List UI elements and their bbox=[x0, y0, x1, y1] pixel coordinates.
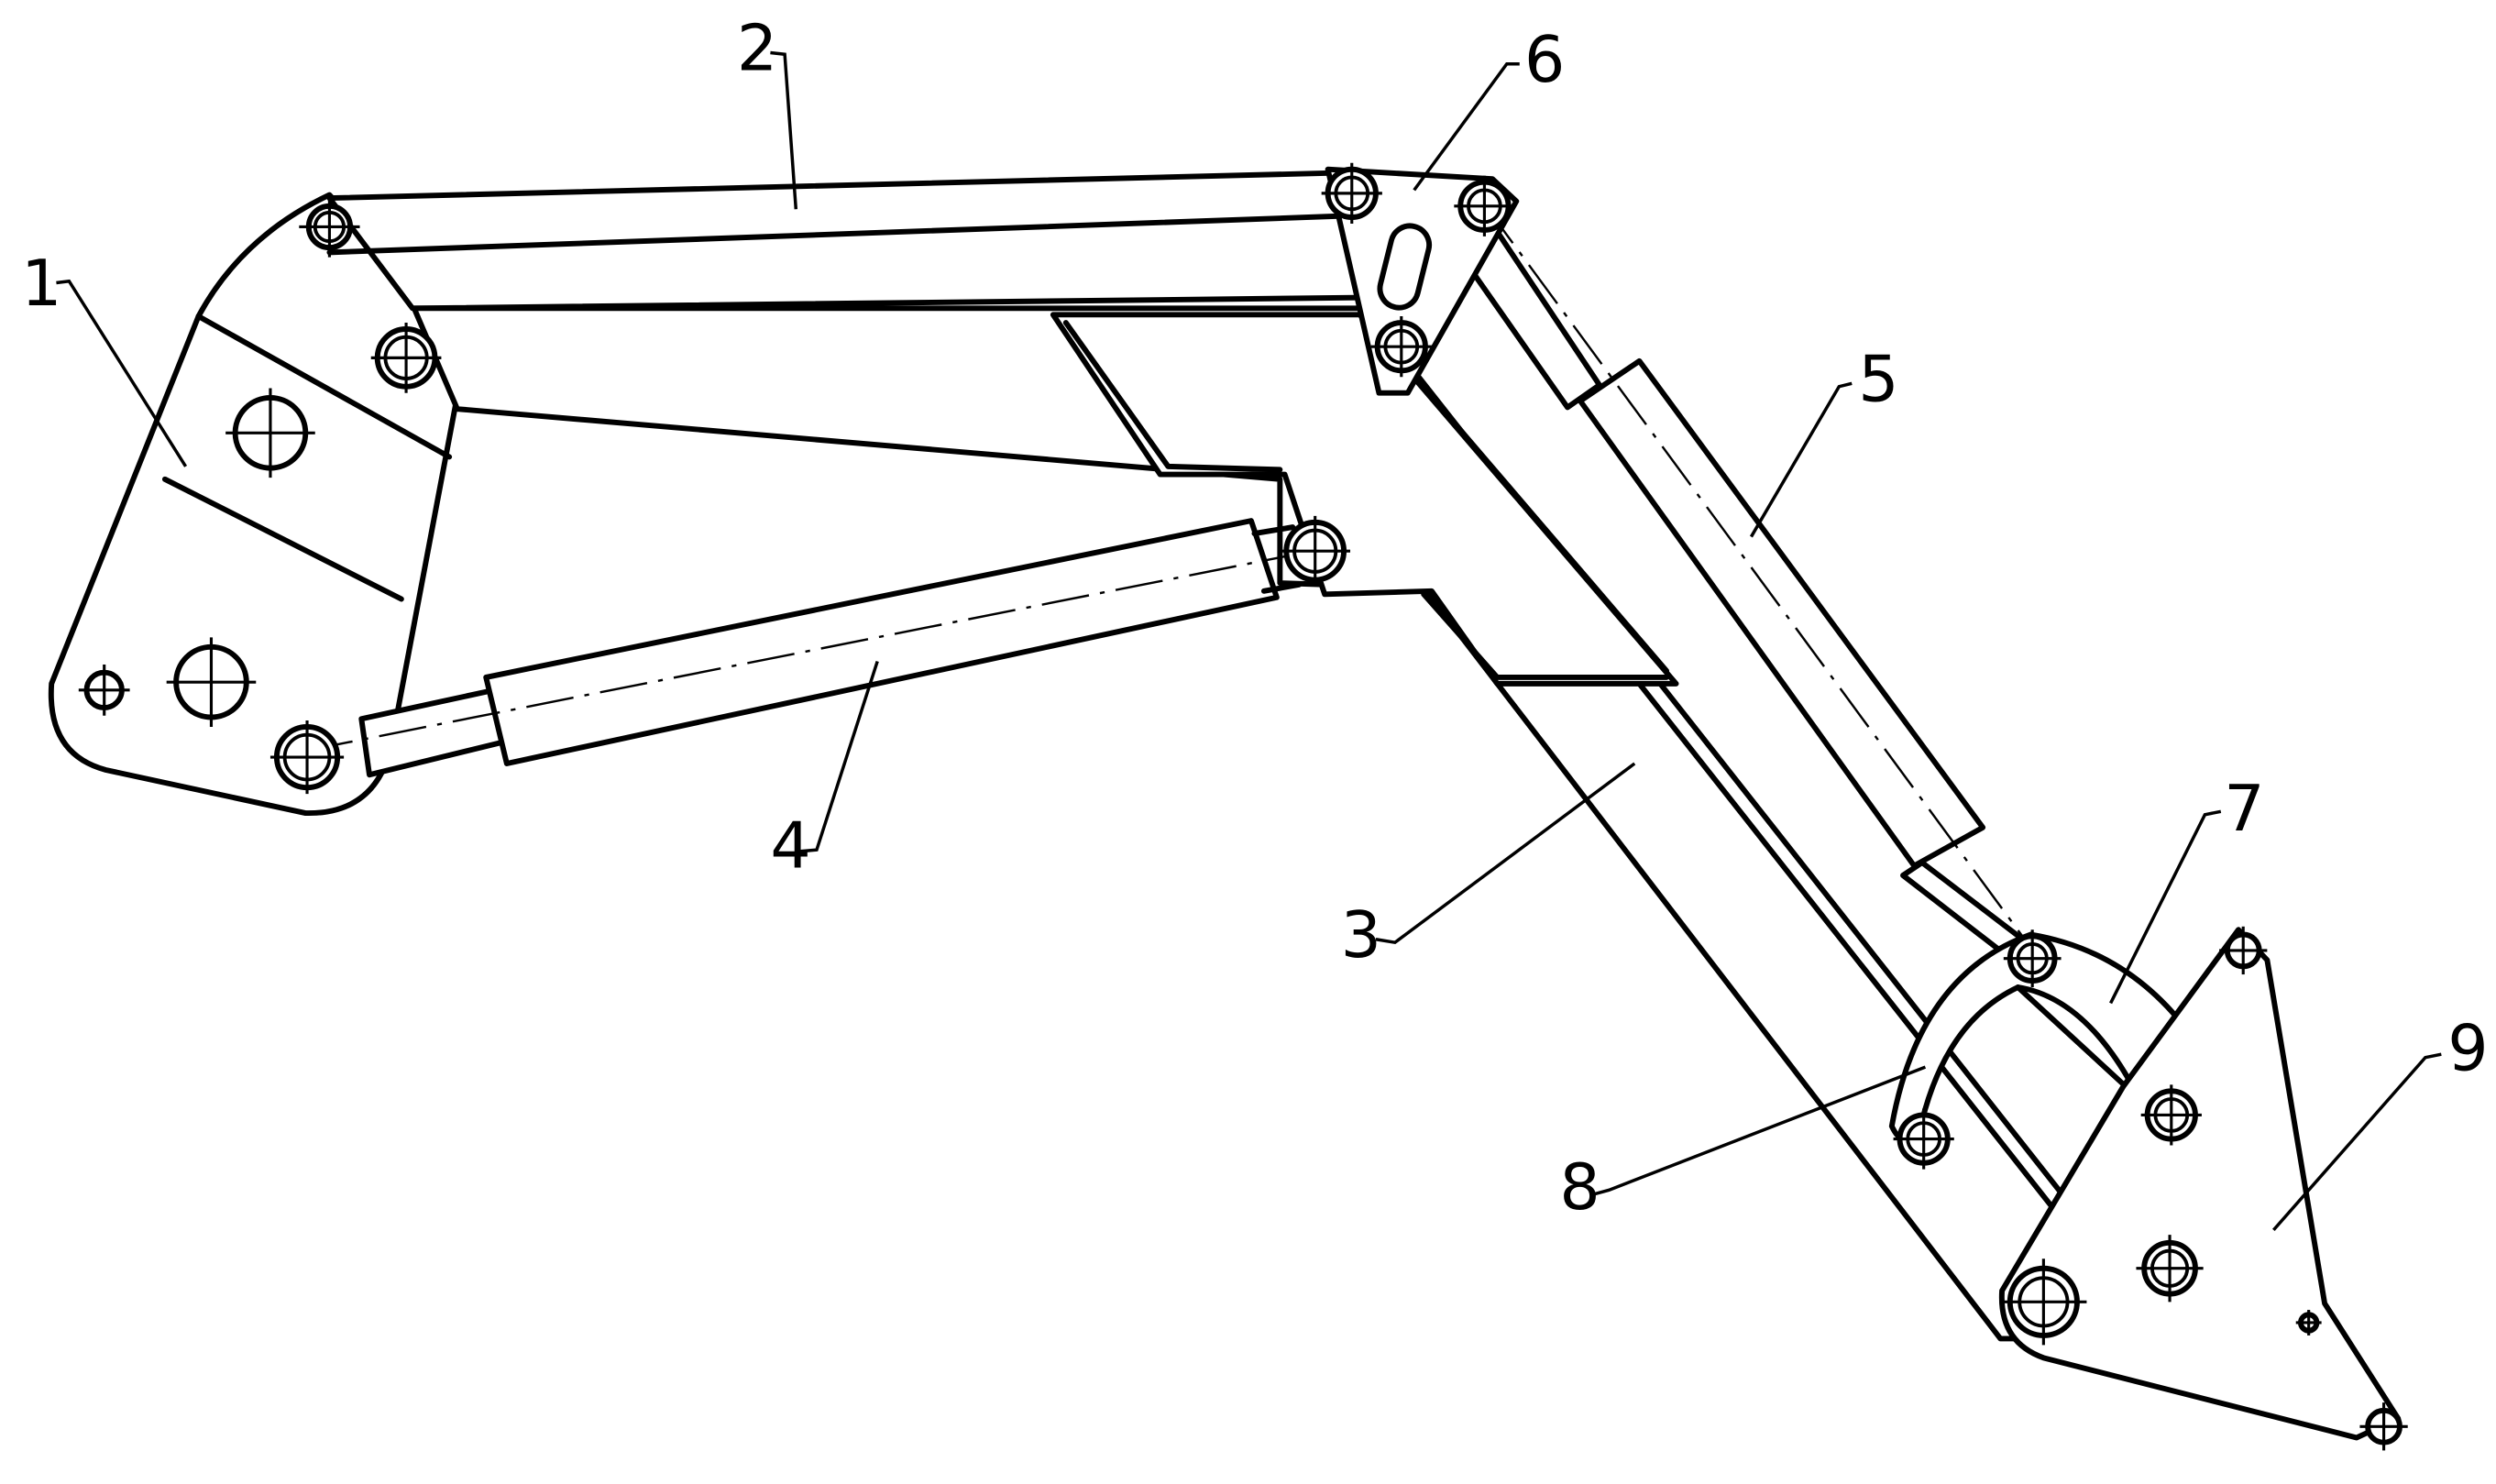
callout-labels: 1 2 3 4 5 6 7 8 9 bbox=[21, 12, 2489, 1226]
callout-label-2: 2 bbox=[737, 12, 777, 86]
pin-e bbox=[78, 664, 130, 716]
pin-o bbox=[2000, 1259, 2087, 1346]
callout-leaders bbox=[56, 50, 2442, 1232]
part-7-8-curved-links bbox=[1888, 931, 2191, 1144]
callout-label-4: 4 bbox=[770, 808, 810, 883]
part-3-boom bbox=[411, 305, 2066, 1342]
pin-p bbox=[2219, 926, 2268, 975]
callout-label-9: 9 bbox=[2447, 1012, 2488, 1086]
pin-n bbox=[2136, 1235, 2204, 1303]
pin-h bbox=[1454, 175, 1515, 236]
callout-label-5: 5 bbox=[1858, 342, 1898, 416]
pin-d bbox=[166, 637, 257, 727]
callout-label-6: 6 bbox=[1524, 23, 1565, 97]
pin-m bbox=[2140, 1084, 2202, 1146]
part-2-upper-arm bbox=[326, 170, 1404, 312]
part-4-lower-cylinder bbox=[305, 518, 1313, 778]
callout-label-3: 3 bbox=[1341, 898, 1381, 973]
part-1-base-bracket bbox=[48, 192, 466, 817]
callout-label-1: 1 bbox=[21, 247, 61, 321]
pivot-pins bbox=[78, 162, 2408, 1451]
pin-l bbox=[1893, 1108, 1954, 1170]
pin-b bbox=[370, 323, 442, 393]
pin-k bbox=[2003, 929, 2062, 988]
pin-j bbox=[1280, 515, 1351, 587]
pin-g bbox=[1321, 162, 1382, 224]
callout-label-8: 8 bbox=[1559, 1150, 1600, 1225]
pin-a bbox=[299, 196, 360, 258]
pin-i bbox=[1370, 316, 1432, 378]
pin-r bbox=[2359, 1402, 2408, 1451]
callout-label-7: 7 bbox=[2224, 772, 2264, 846]
pin-q bbox=[2295, 1310, 2322, 1336]
pin-f bbox=[269, 720, 345, 795]
pin-c bbox=[225, 388, 315, 478]
